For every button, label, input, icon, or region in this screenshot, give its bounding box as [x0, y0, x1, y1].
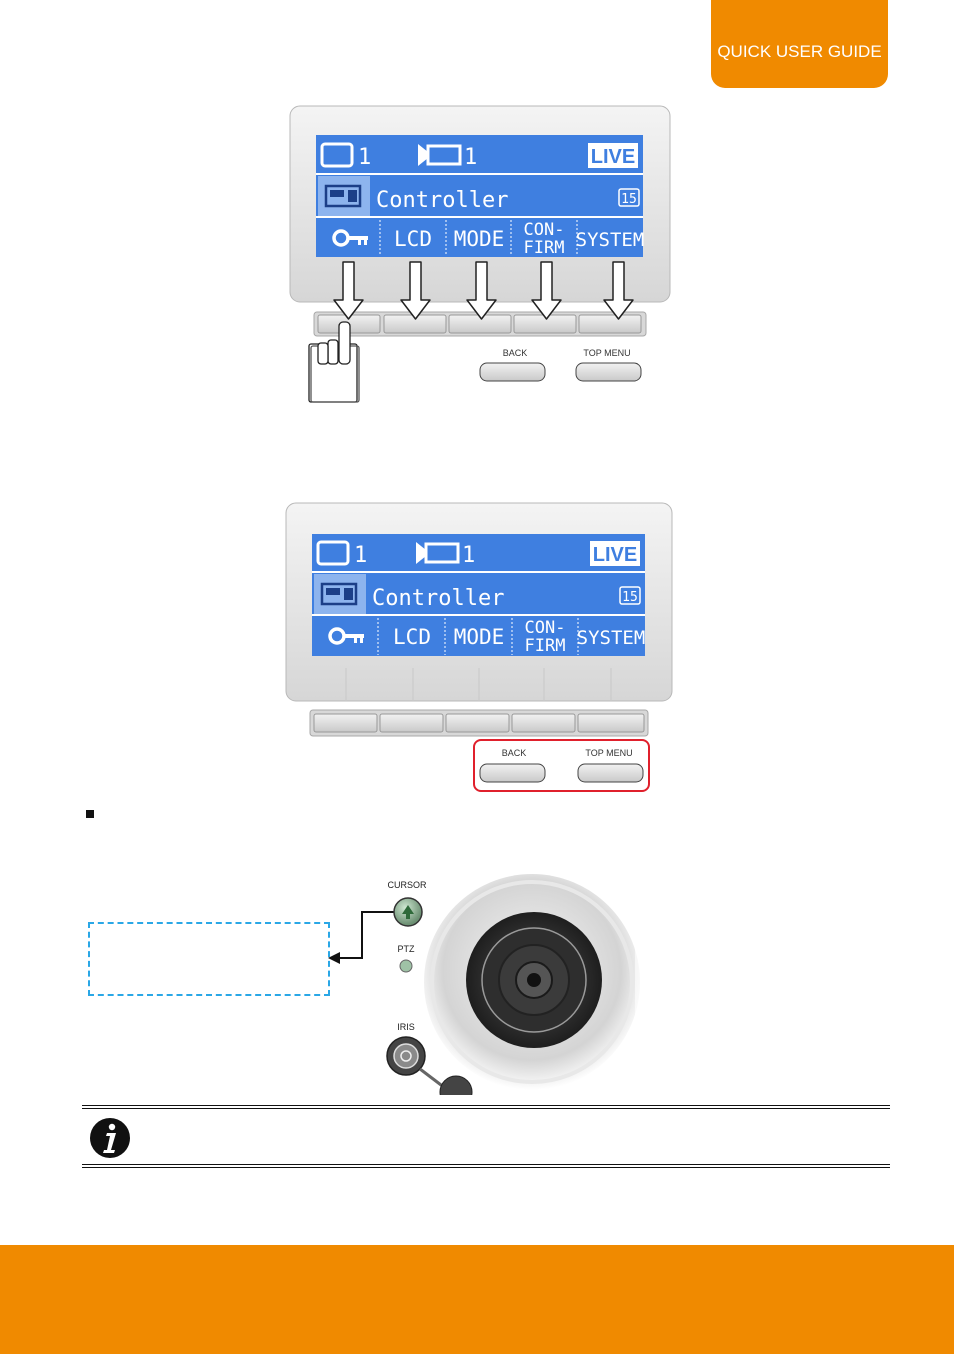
top-menu-label: TOP MENU	[583, 348, 630, 358]
softkey-confirm-line2: FIRM	[525, 636, 566, 656]
ptz-label: PTZ	[398, 944, 416, 954]
lcd-title: Controller	[372, 586, 504, 611]
softkey-lcd: LCD	[394, 227, 432, 251]
monitor-icon	[320, 142, 354, 168]
note-divider-bottom-2	[82, 1167, 890, 1168]
key-icon	[332, 229, 368, 247]
lcd-badge: 15	[622, 590, 638, 605]
key-icon	[328, 627, 364, 645]
back-button[interactable]	[479, 362, 546, 382]
cursor-label: CURSOR	[387, 880, 427, 890]
footer-bar	[0, 1245, 954, 1354]
back-button[interactable]	[479, 763, 546, 783]
softkey-system: SYSTEM	[576, 229, 645, 251]
down-arrow-icon	[466, 261, 497, 320]
bullet-square	[86, 810, 94, 818]
callout-box	[88, 922, 330, 996]
note-divider-bottom	[82, 1164, 890, 1165]
controller-icon	[320, 582, 358, 606]
joystick-figure: CURSOR PTZ IRIS	[328, 870, 650, 1095]
softkey-confirm-line2: FIRM	[524, 238, 565, 258]
top-menu-button[interactable]	[577, 763, 644, 783]
camera-number: 1	[462, 543, 475, 568]
camera-icon	[416, 542, 460, 564]
softkey-button-2[interactable]	[379, 713, 444, 733]
lcd-figure-2: 1 1 LIVE Controller 15 LCD MODE CON- FIR…	[285, 502, 673, 792]
monitor-number: 1	[354, 543, 367, 568]
note-divider-top-2	[82, 1108, 890, 1109]
softkey-lcd: LCD	[393, 625, 431, 649]
live-label: LIVE	[591, 146, 635, 168]
ptz-led	[399, 959, 413, 973]
iris-label: IRIS	[397, 1022, 415, 1032]
guide-tab-label: QUICK USER GUIDE	[717, 42, 882, 61]
softkey-button-5[interactable]	[578, 314, 642, 334]
softkey-button-1[interactable]	[313, 713, 378, 733]
softkey-button-5[interactable]	[577, 713, 645, 733]
down-arrow-icon	[400, 261, 431, 320]
info-icon	[90, 1118, 130, 1158]
camera-icon	[418, 144, 462, 166]
lcd-badge: 15	[621, 192, 637, 207]
back-label: BACK	[503, 348, 528, 358]
live-label: LIVE	[593, 544, 637, 566]
softkey-button-4[interactable]	[511, 713, 576, 733]
softkey-system: SYSTEM	[577, 627, 646, 649]
down-arrow-icon	[531, 261, 562, 320]
softkey-mode: MODE	[454, 227, 505, 251]
camera-number: 1	[464, 145, 477, 170]
down-arrow-icon	[333, 261, 364, 320]
softkey-confirm-line1: CON-	[524, 220, 565, 240]
top-menu-button[interactable]	[575, 362, 642, 382]
softkey-confirm-line1: CON-	[525, 618, 566, 638]
top-menu-label: TOP MENU	[585, 748, 632, 758]
back-topmenu-highlight	[473, 739, 650, 792]
guide-tab: QUICK USER GUIDE	[711, 0, 888, 88]
lcd-figure-1: 1 1 LIVE Controller 15 LCD MODE CON- FIR…	[289, 105, 671, 403]
softkey-mode: MODE	[454, 625, 505, 649]
hand-pointer-icon	[308, 321, 360, 403]
monitor-number: 1	[358, 145, 371, 170]
lcd-title: Controller	[376, 188, 508, 213]
softkey-button-3[interactable]	[445, 713, 510, 733]
monitor-icon	[316, 540, 350, 566]
down-arrow-icon	[603, 261, 634, 320]
note-divider-top	[82, 1105, 890, 1106]
back-label: BACK	[502, 748, 527, 758]
controller-icon	[324, 184, 362, 208]
